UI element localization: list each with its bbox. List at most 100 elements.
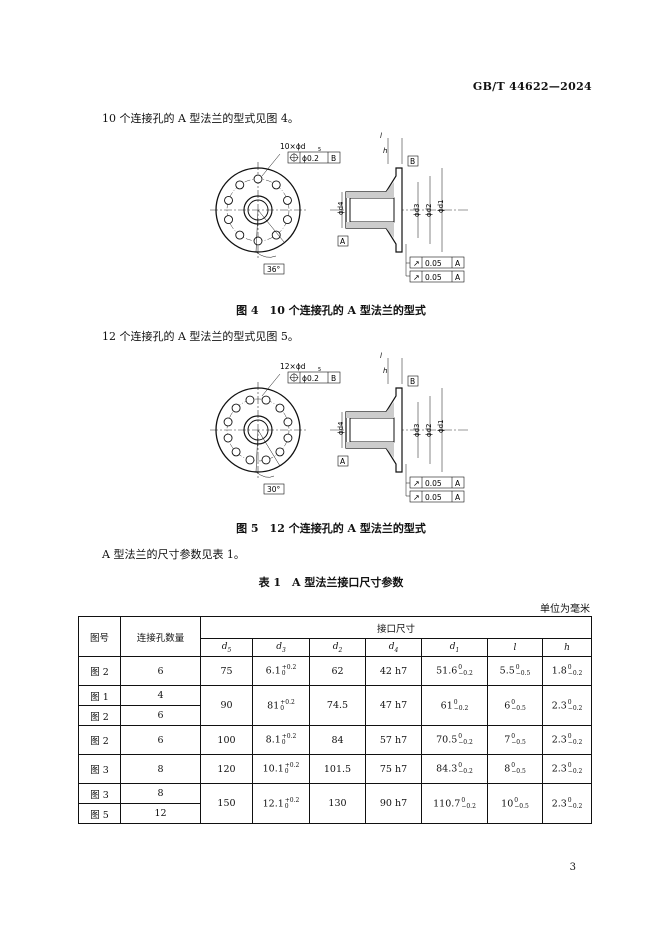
runout-datum-2: A [455, 493, 461, 502]
bolt-hole [245, 395, 255, 405]
paragraph-table-ref: A 型法兰的尺寸参数见表 1。 [102, 548, 245, 561]
bolt-hole [283, 433, 293, 443]
runout-icon-1: ↗ [413, 479, 420, 488]
bolt-hole [275, 403, 285, 413]
cell-d5: 75 [200, 656, 253, 686]
dim-d1: ϕd1 [437, 199, 445, 213]
subheader-d3: d3 [252, 638, 310, 657]
bolt-hole [235, 230, 245, 240]
bolt-hole [231, 403, 241, 413]
bolt-hole [235, 180, 245, 190]
runout-value-1: 0.05 [425, 259, 442, 268]
subheader-d5: d5 [200, 638, 253, 657]
angle-label: 36° [267, 265, 281, 274]
angle-arc [255, 251, 277, 258]
hub-circle [243, 415, 273, 445]
dim-d4: ϕd4 [337, 421, 345, 435]
bolt-hole [253, 236, 263, 246]
runout-icon-1: ↗ [413, 259, 420, 268]
bolt-hole [223, 433, 233, 443]
hatch-bottom [346, 442, 394, 458]
angle-arc [255, 471, 275, 478]
bolt-hole [271, 180, 281, 190]
runout-value-2: 0.05 [425, 273, 442, 282]
bolt-circle [226, 398, 290, 462]
cell-d4: 57 h7 [365, 725, 422, 755]
angle-leader-1 [255, 429, 259, 473]
dim-d2: ϕd2 [425, 423, 433, 437]
cell-d5: 100 [200, 725, 253, 755]
cell-hole-count: 6 [120, 705, 201, 726]
bolt-hole [245, 455, 255, 465]
header-figure: 图号 [78, 616, 121, 657]
runout-datum-1: A [455, 259, 461, 268]
datum-b-box [407, 155, 419, 167]
header-interface-dimensions: 接口尺寸 [199, 616, 593, 639]
figure-4-drawing: 36° 10×ϕd 5 ϕ0.2 B ϕd4 ϕd3 ϕd2 ϕd1 l h B… [210, 132, 468, 283]
dim-h: h [383, 147, 387, 155]
header-hole-count: 连接孔数量 [120, 616, 201, 657]
cell-d4: 42 h7 [365, 656, 422, 686]
dim-d3: ϕd3 [413, 203, 421, 217]
cell-figure: 图 3 [78, 754, 121, 784]
side-bore [349, 197, 395, 223]
runout-icon-2: ↗ [413, 273, 420, 282]
outer-circle [215, 387, 301, 473]
cell-figure: 图 2 [78, 725, 121, 755]
hatch-bottom [346, 222, 394, 238]
angle-label: 30° [267, 485, 281, 494]
hole-callout-sub: 5 [318, 367, 321, 373]
angle-leader-1 [255, 209, 259, 253]
cell-hole-count: 4 [120, 685, 201, 706]
datum-b-box [407, 375, 419, 387]
cell-figure: 图 5 [78, 803, 121, 824]
bolt-hole [253, 174, 263, 184]
bolt-hole [224, 195, 233, 205]
cell-d4: 47 h7 [365, 685, 422, 726]
page-number: 3 [569, 862, 576, 873]
runout-icon-2: ↗ [413, 493, 420, 502]
runout-frame-2 [409, 490, 465, 503]
runout-frame-1 [409, 256, 465, 269]
angle-box [263, 263, 285, 275]
cell-d4: 90 h7 [365, 783, 422, 824]
runout-value-1: 0.05 [425, 479, 442, 488]
cell-figure: 图 3 [78, 783, 121, 804]
cell-d2: 130 [309, 783, 366, 824]
cell-hole-count: 8 [120, 783, 201, 804]
hole-callout-sub: 5 [318, 147, 321, 153]
standard-code: GB/T 44622—2024 [472, 80, 592, 93]
hub-circle [243, 195, 273, 225]
bolt-hole [283, 215, 292, 225]
cell-d2: 101.5 [309, 754, 366, 784]
subheader-h: h [541, 638, 593, 657]
cell-figure: 图 1 [78, 685, 121, 706]
hole-leader [261, 153, 281, 177]
cell-d2: 62 [309, 656, 366, 686]
flange-front-view: 36° 10×ϕd 5 ϕ0.2 B [210, 142, 341, 275]
position-tolerance-frame [287, 151, 341, 164]
bolt-hole [275, 447, 285, 457]
flange-front-view: 30° 12×ϕd 5 ϕ0.2 B [210, 362, 341, 495]
bore-circle [247, 419, 269, 441]
figure-4-caption: 图 4 10 个连接孔的 A 型法兰的型式 [236, 304, 426, 317]
cell-hole-count: 6 [120, 656, 201, 686]
dim-d2: ϕd2 [425, 203, 433, 217]
